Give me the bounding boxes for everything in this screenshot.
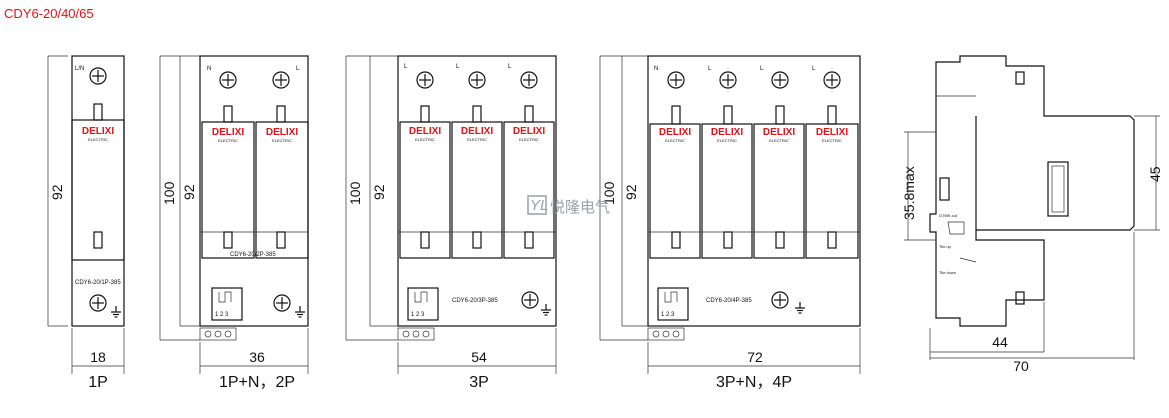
brand-logo: DELIXI xyxy=(816,127,848,138)
terminal-label: N xyxy=(207,66,211,72)
label-up: Tile up xyxy=(939,244,952,249)
terminal-numbers: 1 2 3 xyxy=(215,312,229,318)
brand-logo: DELIXI xyxy=(461,126,493,137)
watermark-logo: YL xyxy=(530,197,548,214)
svg-text:ELECTRIC: ELECTRIC xyxy=(415,137,435,142)
height-outer-dim-4p: 100 xyxy=(601,181,617,205)
height-dim-1p: 92 xyxy=(49,184,65,200)
watermark-text: 悦隆电气 xyxy=(550,199,610,216)
svg-text:ELECTRIC: ELECTRIC xyxy=(467,137,487,142)
brand-logo: DELIXI xyxy=(266,127,298,138)
svg-text:ELECTRIC: ELECTRIC xyxy=(218,138,238,143)
page-title: CDY6-20/40/65 xyxy=(4,6,94,21)
svg-text:ELECTRIC: ELECTRIC xyxy=(822,138,842,143)
width-dim-1p: 18 xyxy=(90,349,106,365)
brand-logo: DELIXI xyxy=(659,127,691,138)
svg-text:ELECTRIC: ELECTRIC xyxy=(717,138,737,143)
model-label: CDY6-20/4P-385 xyxy=(706,298,752,304)
caption-3p: 3P xyxy=(469,374,489,391)
terminal-numbers: 1 2 3 xyxy=(411,312,425,318)
height-outer-dim-3p: 100 xyxy=(347,181,363,205)
brand-logo: DELIXI xyxy=(82,126,114,137)
label-down: Tile down xyxy=(939,270,956,275)
height-dim-2p: 92 xyxy=(181,184,197,200)
view-1p: 92 L/N DELIXI ELECTRIC CDY6-20/1P-385 18… xyxy=(47,55,125,391)
depth-dim-side: 70 xyxy=(1013,358,1029,374)
view-side: GTMK cut Tile up Tile down 35.8max 45 44… xyxy=(901,55,1163,374)
caption-1p: 1P xyxy=(88,374,108,391)
caption-4p: 3P+N，4P xyxy=(716,374,792,391)
depth-inner-dim-side: 44 xyxy=(992,334,1008,350)
height-dim-side: 45 xyxy=(1147,166,1163,182)
width-dim-2p: 36 xyxy=(249,349,265,365)
max-dim-side: 35.8max xyxy=(901,166,917,220)
watermark: YL 悦隆电气 xyxy=(527,195,610,216)
terminal-label: L xyxy=(404,64,408,70)
brand-logo: DELIXI xyxy=(409,126,441,137)
label-cut: GTMK cut xyxy=(939,213,958,218)
terminal-numbers: 1 2 3 xyxy=(661,312,675,318)
svg-text:ELECTRIC: ELECTRIC xyxy=(272,138,292,143)
brand-logo: DELIXI xyxy=(763,127,795,138)
model-label: CDY6-20/2P-385 xyxy=(230,252,276,258)
brand-logo: DELIXI xyxy=(711,127,743,138)
width-dim-4p: 72 xyxy=(747,349,763,365)
terminal-label: L/N xyxy=(75,66,84,72)
svg-text:ELECTRIC: ELECTRIC xyxy=(665,138,685,143)
model-label: CDY6-20/3P-385 xyxy=(452,298,498,304)
terminal-label: L xyxy=(508,64,512,70)
caption-2p: 1P+N，2P xyxy=(219,374,295,391)
terminal-label: L xyxy=(296,66,300,72)
brand-logo: DELIXI xyxy=(513,126,545,137)
model-label: CDY6-20/1P-385 xyxy=(75,280,121,286)
width-dim-3p: 54 xyxy=(471,349,487,365)
svg-text:ELECTRIC: ELECTRIC xyxy=(519,137,539,142)
height-dim-3p: 92 xyxy=(371,184,387,200)
height-outer-dim-2p: 100 xyxy=(161,181,177,205)
brand-logo: DELIXI xyxy=(212,127,244,138)
terminal-label: L xyxy=(456,64,460,70)
view-4p: 100 92 N L L L DELIXI ELECTRIC DELIXI EL… xyxy=(599,55,861,391)
svg-text:ELECTRIC: ELECTRIC xyxy=(769,138,789,143)
terminal-label: L xyxy=(760,66,764,72)
view-3p: 100 92 L L L DELIXI ELECTRIC DELIXI ELEC… xyxy=(345,55,557,391)
terminal-label: L xyxy=(708,66,712,72)
height-dim-4p: 92 xyxy=(623,184,639,200)
terminal-label: N xyxy=(654,66,658,72)
view-2p: 100 92 N L DELIXI ELECTRIC DELIXI ELECTR… xyxy=(159,55,309,391)
terminal-label: L xyxy=(812,66,816,72)
brand-subtitle: ELECTRIC xyxy=(88,137,108,142)
